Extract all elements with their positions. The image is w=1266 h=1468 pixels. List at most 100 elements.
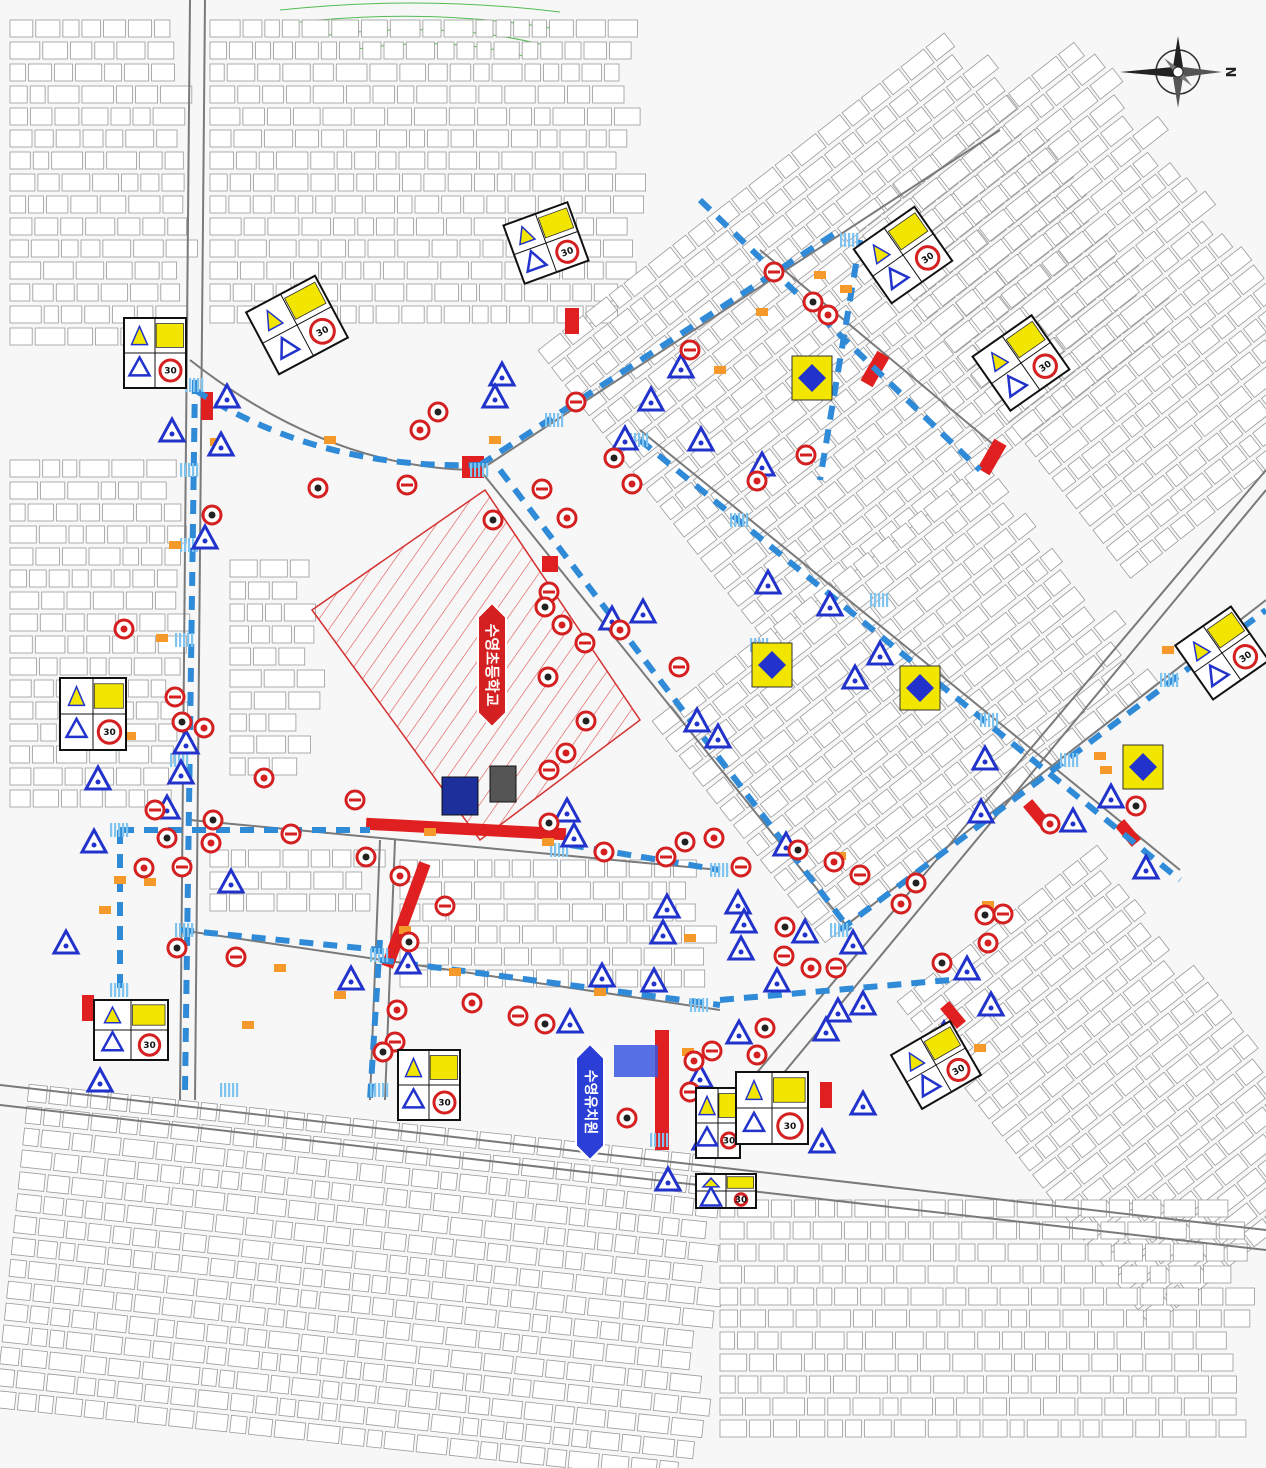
building bbox=[1211, 314, 1237, 340]
building bbox=[758, 1243, 785, 1262]
building bbox=[588, 173, 613, 192]
speed-limit-30-sign-icon bbox=[534, 1013, 556, 1035]
building bbox=[9, 195, 27, 214]
building bbox=[29, 107, 53, 126]
building bbox=[1190, 245, 1217, 272]
building bbox=[827, 1419, 843, 1438]
building bbox=[625, 1191, 654, 1212]
building bbox=[0, 1346, 21, 1367]
building bbox=[1119, 949, 1153, 982]
building bbox=[1090, 179, 1123, 211]
building bbox=[564, 41, 582, 60]
building bbox=[588, 859, 606, 878]
building bbox=[560, 881, 591, 900]
building bbox=[595, 350, 620, 376]
building bbox=[408, 1256, 428, 1277]
building bbox=[875, 1309, 907, 1328]
building bbox=[1056, 999, 1089, 1030]
building bbox=[535, 1292, 565, 1313]
building bbox=[264, 19, 280, 38]
building bbox=[1221, 445, 1248, 472]
building bbox=[912, 755, 941, 783]
building bbox=[70, 1176, 104, 1198]
building bbox=[700, 264, 731, 294]
building bbox=[1088, 1083, 1124, 1117]
building bbox=[1024, 1331, 1046, 1350]
building bbox=[653, 1193, 673, 1214]
building bbox=[306, 1312, 336, 1333]
building bbox=[782, 175, 808, 201]
building bbox=[1030, 93, 1055, 119]
building bbox=[864, 1419, 892, 1438]
building bbox=[773, 1419, 797, 1438]
building bbox=[777, 1265, 795, 1284]
building bbox=[56, 503, 78, 522]
building bbox=[1145, 1353, 1173, 1372]
building bbox=[539, 1336, 573, 1358]
building bbox=[1188, 383, 1220, 414]
building bbox=[665, 1327, 695, 1349]
orange-marker bbox=[324, 436, 336, 444]
building bbox=[385, 1364, 415, 1386]
building bbox=[498, 1443, 520, 1463]
building bbox=[1030, 147, 1057, 174]
building bbox=[351, 1184, 385, 1206]
building bbox=[67, 327, 93, 346]
building bbox=[48, 1351, 83, 1373]
speed-limit-30-sign-icon bbox=[703, 827, 725, 849]
building bbox=[629, 1456, 658, 1468]
building bbox=[512, 1223, 546, 1245]
building bbox=[114, 1292, 134, 1312]
building bbox=[720, 248, 751, 277]
building bbox=[274, 1220, 294, 1240]
building bbox=[1007, 569, 1035, 597]
compass-rose-icon: N bbox=[1120, 36, 1237, 108]
building bbox=[407, 1234, 434, 1255]
child-crossing-sign-icon bbox=[848, 988, 878, 1016]
building bbox=[1106, 201, 1131, 226]
building bbox=[296, 1399, 321, 1420]
building bbox=[449, 85, 477, 104]
building bbox=[1060, 917, 1087, 944]
building bbox=[786, 1375, 807, 1394]
building bbox=[1121, 186, 1151, 215]
building bbox=[299, 1355, 319, 1376]
building bbox=[1201, 1353, 1234, 1372]
building bbox=[490, 1398, 524, 1419]
building bbox=[163, 503, 182, 522]
building bbox=[313, 1180, 331, 1200]
building bbox=[719, 1353, 748, 1372]
building bbox=[267, 217, 300, 236]
building bbox=[322, 1247, 354, 1269]
building bbox=[503, 947, 529, 966]
building bbox=[980, 184, 1010, 213]
building bbox=[758, 729, 795, 764]
building bbox=[430, 925, 452, 944]
building bbox=[959, 492, 992, 523]
building bbox=[379, 129, 408, 148]
building bbox=[9, 129, 33, 148]
building bbox=[9, 261, 42, 280]
building bbox=[748, 342, 774, 367]
building bbox=[76, 283, 99, 302]
building bbox=[923, 994, 953, 1023]
building bbox=[382, 1231, 407, 1252]
building bbox=[26, 1083, 49, 1104]
building bbox=[1172, 1309, 1197, 1328]
building bbox=[432, 1192, 461, 1214]
building bbox=[1230, 351, 1261, 381]
building bbox=[9, 283, 31, 302]
building bbox=[978, 208, 1015, 243]
building bbox=[1098, 1134, 1131, 1165]
building bbox=[1016, 699, 1048, 730]
child-crossing-sign-icon bbox=[807, 1126, 837, 1154]
school-zone-board-icon: 30 bbox=[59, 677, 127, 751]
building bbox=[1189, 1036, 1220, 1067]
building bbox=[322, 107, 352, 126]
building bbox=[296, 669, 325, 688]
building bbox=[209, 893, 227, 912]
building bbox=[375, 217, 395, 236]
building bbox=[1101, 1419, 1134, 1438]
building bbox=[36, 1239, 59, 1260]
building bbox=[427, 1258, 445, 1278]
